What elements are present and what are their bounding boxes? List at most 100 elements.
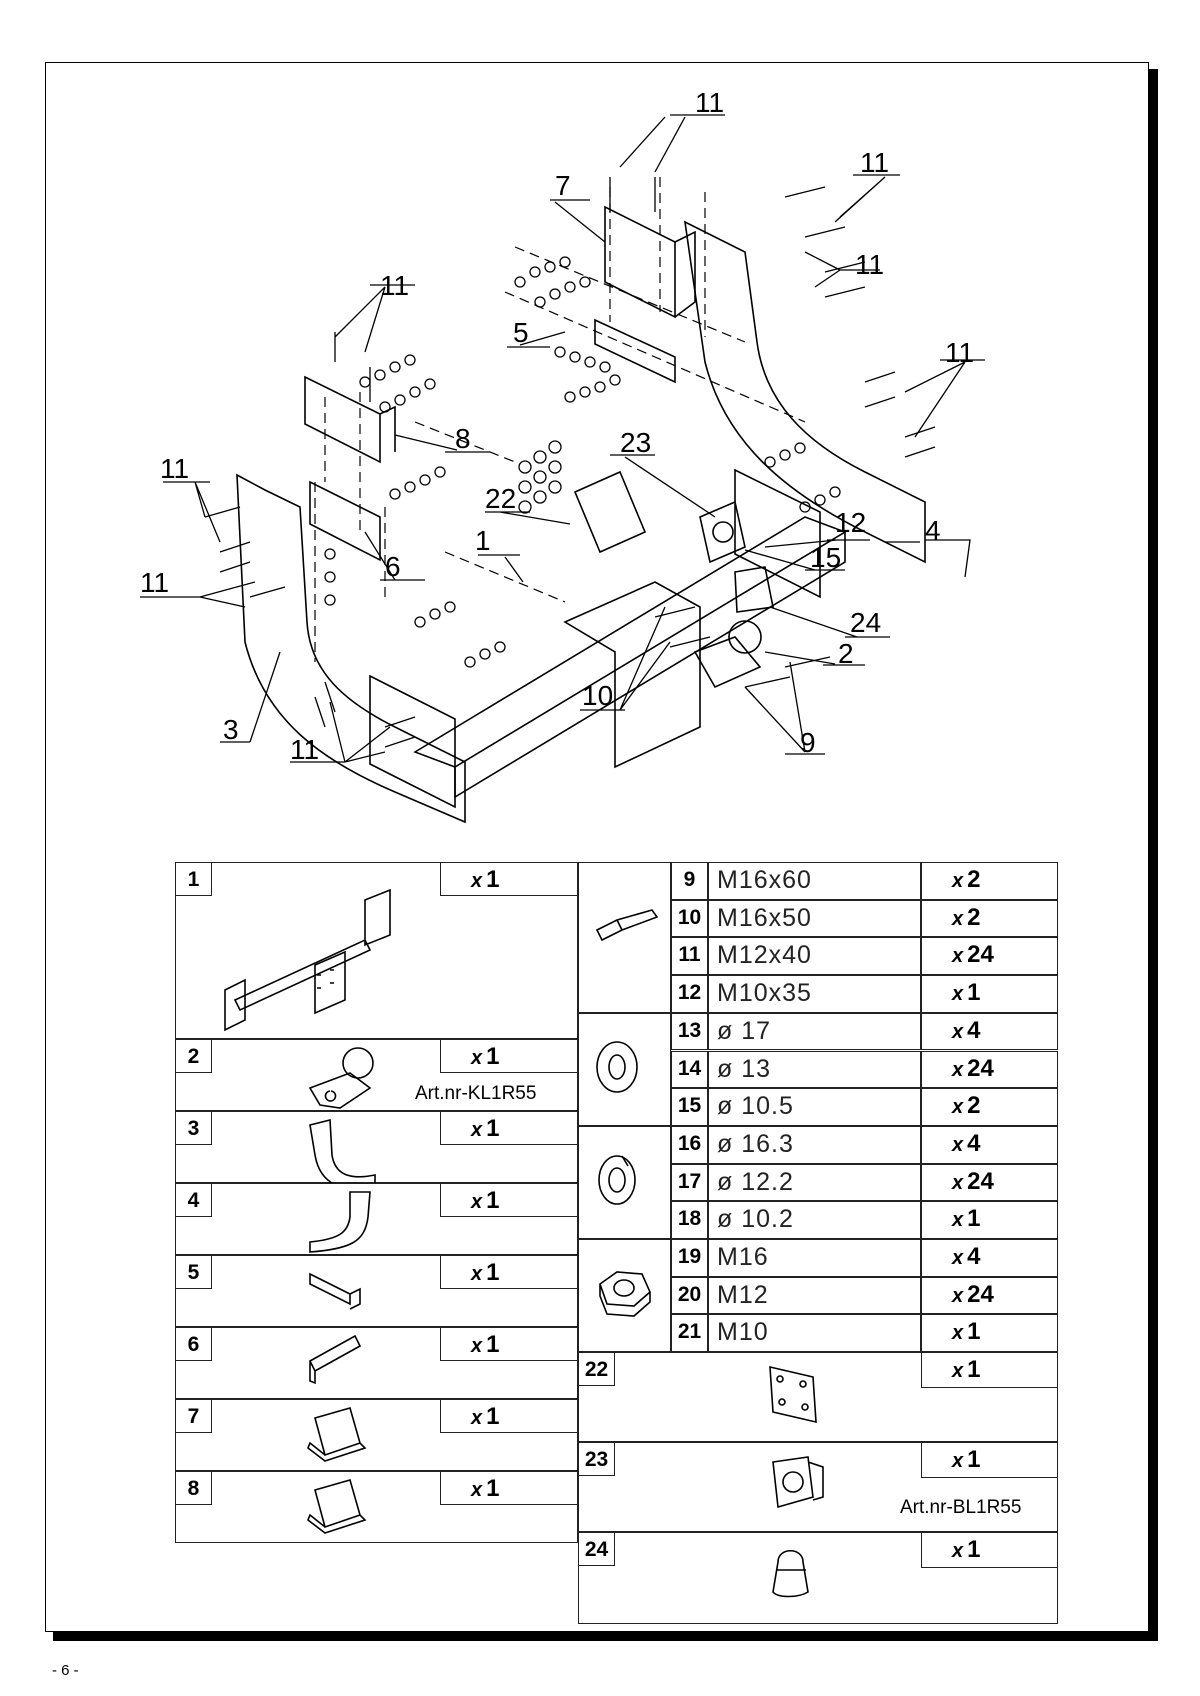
hardware-number: 11: [671, 937, 708, 976]
hardware-spec: M12x40: [708, 937, 921, 976]
callout-label: 10: [582, 680, 613, 711]
callout-label: 11: [140, 567, 169, 598]
qty-value: 1: [967, 1318, 981, 1346]
hardware-number: 20: [671, 1276, 708, 1315]
part-number: 5: [175, 1255, 212, 1289]
qty-value: 1: [486, 1187, 500, 1214]
callout-label: 24: [850, 607, 881, 638]
hardware-spec: ø 17: [708, 1012, 921, 1051]
qty-value: 24: [967, 941, 994, 969]
callout-label: 11: [695, 87, 724, 118]
part-number: 3: [175, 1111, 212, 1145]
part-number: 1: [175, 862, 212, 896]
towball-icon: [308, 1047, 374, 1109]
callout-label: 3: [223, 714, 239, 745]
qty-prefix: x: [952, 1450, 964, 1473]
qty-value: 1: [486, 1115, 500, 1142]
hardware-number: 15: [671, 1088, 708, 1126]
part-number: 24: [578, 1532, 615, 1567]
qty-prefix: x: [952, 907, 964, 930]
hardware-spec: ø 10.5: [708, 1088, 921, 1126]
article-number: Art.nr-BL1R55: [900, 1497, 1022, 1519]
hardware-number: 13: [671, 1012, 708, 1051]
hardware-number: 21: [671, 1314, 708, 1353]
right-end-plate: [734, 468, 821, 599]
qty-value: 1: [967, 1356, 981, 1384]
qty-value: 2: [967, 866, 981, 893]
hardware-spec: M10: [708, 1314, 921, 1353]
left-end-plate: [369, 674, 456, 809]
hardware-spec: M12: [708, 1276, 921, 1315]
exploded-assembly-diagram: 11 11 7 11 11 5 11 8 23 11 22 1 12 4 15 …: [140, 87, 985, 824]
bracket-6-drawing: [309, 480, 381, 562]
qty-prefix: x: [471, 870, 483, 892]
qty-prefix: x: [952, 870, 964, 892]
callout-label: 4: [925, 515, 941, 546]
hardware-number: 18: [671, 1201, 708, 1239]
part-number: 7: [175, 1399, 212, 1433]
hardware-group: [578, 862, 671, 1013]
flat-washer-icon: [596, 1041, 638, 1094]
callout-label: 9: [800, 727, 816, 758]
hardware-number: 17: [671, 1163, 708, 1202]
hardware-spec: M16x50: [708, 899, 921, 938]
part-number: 8: [175, 1471, 212, 1505]
bracket-7-drawing: [604, 205, 696, 319]
angle-plate-icon: [308, 1334, 362, 1385]
part-number: 6: [175, 1327, 212, 1361]
qty-prefix: x: [952, 1247, 964, 1269]
callout-label: 7: [555, 170, 571, 201]
socket-plate-icon: [772, 1456, 824, 1509]
qty-prefix: x: [471, 1335, 483, 1357]
plate-22-drawing: [573, 470, 647, 554]
callout-label: 11: [860, 147, 889, 178]
mount-plate-icon: [307, 1407, 367, 1462]
qty-value: 1: [486, 1475, 500, 1502]
qty-prefix: x: [952, 1133, 964, 1156]
socket-plate-drawing: [699, 500, 746, 564]
qty-prefix: x: [471, 1119, 483, 1141]
qty-value: 2: [967, 1092, 981, 1120]
centre-tow-plate: [563, 581, 701, 769]
callout-label: 1: [475, 525, 491, 556]
ball-cover-icon: [772, 1550, 809, 1598]
callout-label: 2: [838, 638, 854, 669]
qty-value: 1: [967, 979, 981, 1007]
qty-prefix: x: [952, 1209, 964, 1232]
article-number: Art.nr-KL1R55: [415, 1083, 537, 1104]
hardware-number: 9: [671, 862, 708, 900]
hardware-spec: ø 13: [708, 1050, 921, 1089]
hardware-number: 19: [671, 1239, 708, 1277]
qty-value: 4: [967, 1129, 981, 1157]
callout-label: 23: [620, 427, 651, 458]
bolt-icon: [595, 909, 659, 942]
plate-icon: [769, 1366, 817, 1424]
qty-prefix: x: [952, 945, 964, 968]
qty-prefix: x: [952, 1096, 964, 1119]
page-number: - 6 -: [52, 1662, 79, 1679]
qty-value: 2: [967, 903, 981, 931]
qty-value: 4: [967, 1243, 981, 1270]
hardware-number: 12: [671, 975, 708, 1013]
callout-label: 11: [945, 337, 974, 368]
qty-value: 4: [967, 1016, 981, 1044]
hardware-spec: M10x35: [708, 975, 921, 1013]
qty-prefix: x: [952, 1020, 964, 1043]
qty-prefix: x: [952, 1540, 964, 1563]
part-number: 23: [578, 1442, 615, 1477]
qty-value: 24: [967, 1167, 994, 1195]
qty-value: 1: [486, 1403, 500, 1430]
